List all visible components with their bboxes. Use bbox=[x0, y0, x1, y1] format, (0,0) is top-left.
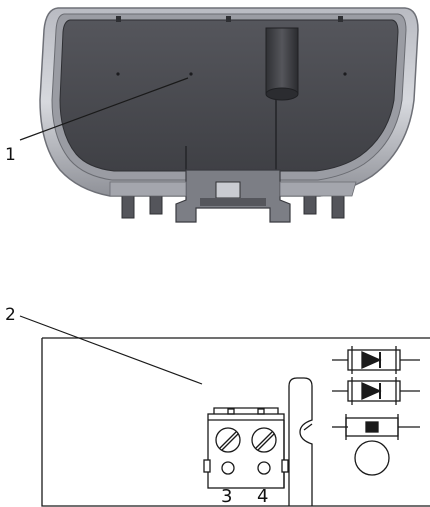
housing-post-base bbox=[265, 87, 299, 101]
callout-label-1: 1 bbox=[5, 145, 16, 165]
board-slot-cutout bbox=[288, 377, 313, 506]
mount-hole bbox=[116, 72, 120, 76]
housing-foot bbox=[331, 195, 345, 219]
mount-hole bbox=[189, 72, 193, 76]
housing-top-notch bbox=[226, 16, 231, 22]
callout-leader-2 bbox=[19, 315, 203, 385]
housing-clip-slot bbox=[200, 198, 266, 206]
circuit-board bbox=[41, 337, 430, 507]
terminal-label-3: 3 bbox=[221, 486, 232, 507]
terminal-label-4: 4 bbox=[257, 486, 268, 507]
housing-post bbox=[265, 27, 299, 95]
diode-component bbox=[332, 346, 420, 374]
board-outline bbox=[41, 337, 430, 507]
terminal-hole-3 bbox=[221, 461, 235, 475]
board-mark bbox=[303, 423, 313, 431]
callout-label-2: 2 bbox=[5, 305, 16, 325]
housing-back-view bbox=[39, 7, 419, 223]
callout-leader-1 bbox=[19, 77, 189, 141]
resistor-component bbox=[332, 414, 420, 440]
mount-hole bbox=[343, 72, 347, 76]
terminal-hole-4 bbox=[257, 461, 271, 475]
housing-foot bbox=[149, 195, 163, 215]
housing-top-notch bbox=[338, 16, 343, 22]
housing-foot bbox=[303, 195, 317, 215]
housing-clip-window bbox=[215, 181, 241, 199]
housing-foot bbox=[121, 195, 135, 219]
diode-component bbox=[332, 377, 420, 405]
terminal-block bbox=[203, 407, 289, 489]
housing-inner-cavity bbox=[59, 19, 399, 172]
housing-top-notch bbox=[116, 16, 121, 22]
housing-bottom-ledge bbox=[109, 181, 357, 197]
capacitor-component bbox=[354, 440, 390, 476]
